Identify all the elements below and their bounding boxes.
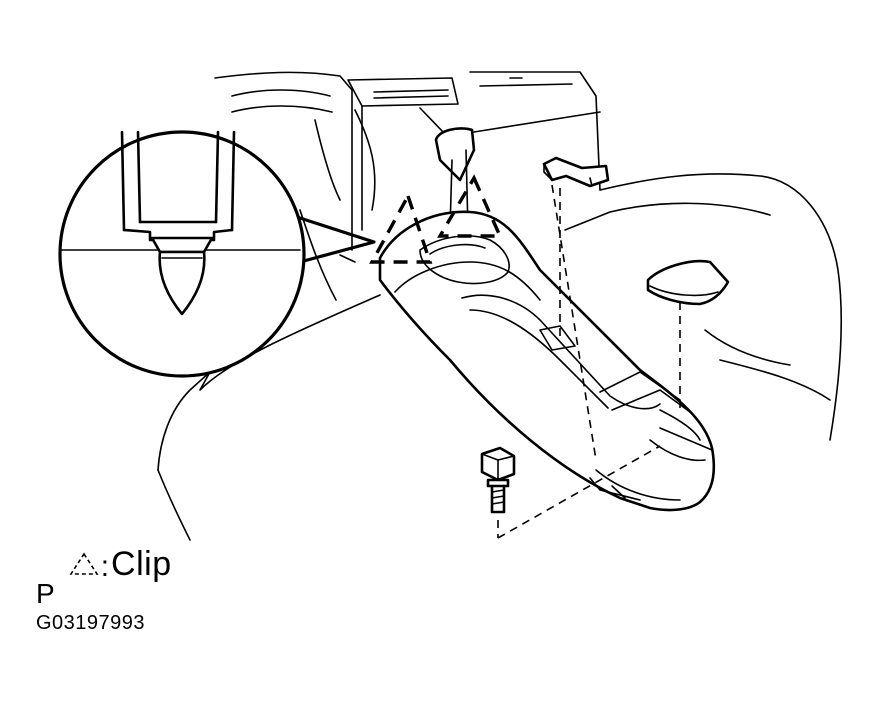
installation-guide-lines xyxy=(497,184,681,539)
console-cover-pad xyxy=(646,259,730,306)
dashboard-outline xyxy=(214,71,601,301)
clip-marker-left xyxy=(369,191,433,264)
dashed-triangle-icon xyxy=(69,552,99,575)
floor-carpet xyxy=(157,173,843,541)
figure-id: G03197993 xyxy=(36,612,146,634)
clip-marker-right xyxy=(437,174,503,238)
upper-clip-bracket xyxy=(542,156,610,188)
legend-prefix: P xyxy=(36,578,55,609)
clip-detail-magnifier xyxy=(58,130,376,378)
clip-location-markers xyxy=(369,174,503,264)
center-console xyxy=(378,210,716,512)
legend-separator: : xyxy=(100,550,110,583)
legend-label: Clip xyxy=(111,545,172,583)
legend: P : Clip xyxy=(36,538,172,608)
bolt xyxy=(480,446,516,514)
